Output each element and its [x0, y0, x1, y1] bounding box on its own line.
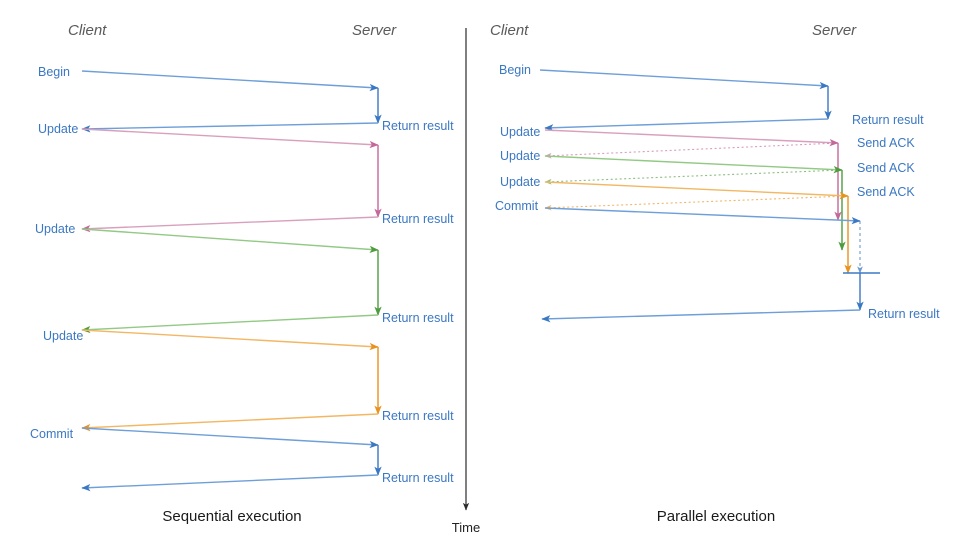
- message-label-left: Update: [500, 175, 540, 189]
- actor-label-client: Client: [68, 22, 107, 39]
- message-label-right: Return result: [382, 212, 454, 226]
- message-label-right: Return result: [382, 311, 454, 325]
- message-line: [544, 207, 861, 225]
- actor-label-server: Server: [352, 22, 397, 39]
- message-line: [544, 169, 843, 185]
- message-update1-request: Update: [38, 122, 379, 149]
- time-axis-layer: Time: [452, 28, 480, 535]
- message-update3-return: Return result: [81, 409, 454, 432]
- message-label-left: Update: [500, 149, 540, 163]
- message-begin-return: Return result: [544, 113, 924, 132]
- message-update3-request: Update: [500, 175, 849, 200]
- actor-label-server: Server: [812, 22, 857, 39]
- message-line: [81, 128, 379, 149]
- message-label-right: Return result: [868, 307, 940, 321]
- message-label-right: Return result: [382, 409, 454, 423]
- message-line: [81, 122, 379, 133]
- message-line: [544, 118, 829, 132]
- message-line: [541, 309, 861, 323]
- message-label-left: Update: [500, 125, 540, 139]
- message-line: [544, 142, 839, 159]
- message-label-right: Send ACK: [857, 136, 915, 150]
- message-commit-request: Commit: [30, 427, 379, 449]
- message-update2-ack: Send ACK: [544, 161, 915, 185]
- time-axis-label: Time: [452, 520, 480, 535]
- message-label-left: Commit: [495, 199, 539, 213]
- message-label-left: Begin: [38, 65, 70, 79]
- message-update2-request: Update: [35, 222, 379, 254]
- message-line: [544, 195, 849, 211]
- message-line: [544, 181, 849, 200]
- panel-caption-parallel: Parallel execution: [657, 508, 775, 525]
- message-commit-return: Return result: [541, 307, 940, 323]
- message-update1-request: Update: [500, 125, 839, 147]
- message-label-right: Return result: [382, 119, 454, 133]
- message-line: [81, 474, 379, 492]
- message-label-left: Update: [43, 329, 83, 343]
- actor-label-client: Client: [490, 22, 529, 39]
- message-line: [544, 129, 839, 147]
- message-line: [81, 228, 379, 254]
- message-line: [539, 69, 829, 90]
- message-label-right: Return result: [852, 113, 924, 127]
- message-label-right: Return result: [382, 471, 454, 485]
- message-label-right: Send ACK: [857, 185, 915, 199]
- message-update1-ack: Send ACK: [544, 136, 915, 159]
- message-line: [544, 155, 843, 174]
- message-update3-ack: Send ACK: [544, 185, 915, 211]
- message-update2-return: Return result: [81, 311, 454, 334]
- message-line: [81, 70, 379, 92]
- message-line: [81, 427, 379, 449]
- message-label-left: Update: [35, 222, 75, 236]
- panel-caption-sequential: Sequential execution: [162, 508, 301, 525]
- message-update1-return: Return result: [81, 212, 454, 233]
- message-begin-request: Begin: [38, 65, 379, 92]
- message-begin-request: Begin: [499, 63, 829, 90]
- message-label-right: Send ACK: [857, 161, 915, 175]
- message-update2-request: Update: [500, 149, 843, 174]
- message-line: [81, 413, 379, 432]
- message-label-left: Begin: [499, 63, 531, 77]
- message-begin-return: Return result: [81, 119, 454, 133]
- message-commit-request: Commit: [495, 199, 861, 225]
- message-line: [81, 329, 379, 351]
- message-update3-request: Update: [43, 329, 379, 351]
- message-commit-return: Return result: [81, 471, 454, 492]
- message-label-left: Update: [38, 122, 78, 136]
- message-line: [81, 314, 379, 334]
- message-line: [81, 216, 379, 233]
- message-label-left: Commit: [30, 427, 74, 441]
